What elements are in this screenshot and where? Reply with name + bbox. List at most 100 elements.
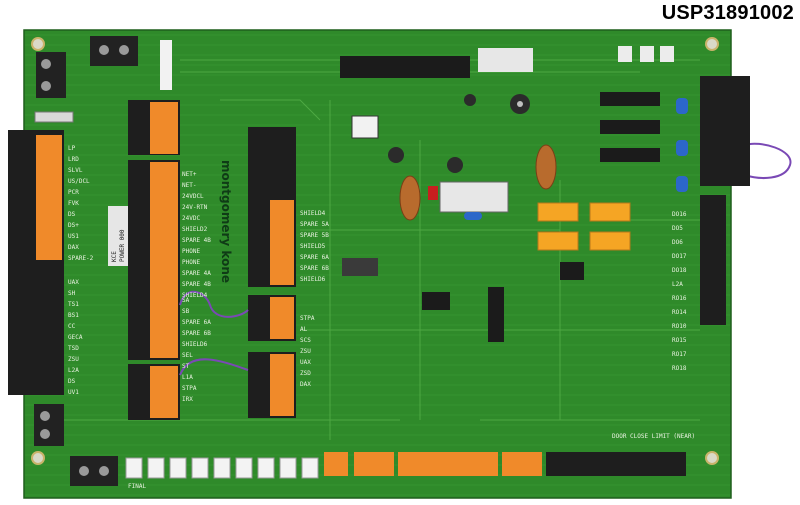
mid-labels-a-item: 24VDCL [182,193,204,200]
edge-right-labels: DO16DO5DO6DO17DO18L2ARO16RO14RO10RO15RO1… [672,211,687,372]
left-labels-b-item: CC [68,323,76,330]
left-labels-a-item: DAX [68,244,79,251]
bottom-right-note: DOOR CLOSE LIMIT (NEAR) [612,433,695,440]
white-sticker-label [160,40,172,90]
right-labels-b-item: ZSD [300,370,311,377]
mid-labels-b-item: ST [182,363,190,370]
top-header-connector [340,56,470,78]
left-labels-a-item: DS+ [68,222,79,229]
left-labels-a-item: US1 [68,233,79,240]
mid-labels-b-item: SPARE 6A [182,319,211,326]
mid-labels-b-item: L1A [182,374,193,381]
mid-labels-a-item: PHONE [182,248,200,255]
right-labels-b-item: UAX [300,359,311,366]
screw-terminal-top [90,36,138,66]
right-labels-item: SHIELD6 [300,276,326,283]
edge-right-item: DO6 [672,239,683,246]
mid-labels-b-item: SPARE 6B [182,330,211,337]
left-labels-a-item: LRD [68,156,79,163]
mid-labels-a-item: SPARE 4A [182,270,211,277]
screw-terminal-bottom-left [70,456,118,486]
mid-labels-a-item: SPARE 4B [182,237,211,244]
mid-labels-b-item: SEL [182,352,193,359]
mid-labels-b-item: SA [182,297,190,304]
right-labels-b-item: ZSU [300,348,311,355]
bottom-label: FINAL [128,483,146,490]
mid-labels-a-item: 24V-RTN [182,204,208,211]
edge-right-item: RO10 [672,323,687,330]
mid-labels-a-item: NET+ [182,171,197,178]
orange-relays [537,202,631,251]
edge-right-item: RO14 [672,309,687,316]
edge-right-item: DO17 [672,253,687,260]
right-labels-item: SPARE 6A [300,254,329,261]
product-code: USP31891002 [661,2,794,24]
brand-silkscreen: montgomery kone [219,160,233,283]
terminal-block-left [8,130,64,395]
mid-labels-a-item: PHONE [182,259,200,266]
phone-jack [351,115,379,139]
edge-right-item: RO17 [672,351,687,358]
left-labels-b-item: BS1 [68,312,79,319]
screw-terminal-left-lower [34,404,64,446]
mid-labels-b-item: SHIELD6 [182,341,208,348]
mounting-holes [31,37,719,465]
bottom-white-connectors [125,457,319,479]
left-labels-a-item: DS [68,211,76,218]
right-labels-item: SPARE 6B [300,265,329,272]
left-labels-a-item: LP [68,145,76,152]
right-labels-b-item: SCS [300,337,311,344]
edge-right-item: DO18 [672,267,687,274]
left-labels-b-item: SH [68,290,76,297]
right-labels-item: SHIELD5 [300,243,326,250]
svg-text:POWER 000: POWER 000 [119,229,126,262]
left-labels-b-item: UAX [68,279,79,286]
bottom-terminal-strip [324,452,686,476]
svg-text:KCE: KCE [111,251,118,262]
left-labels-a-item: SLVL [68,167,83,174]
edge-right-item: RO15 [672,337,687,344]
blue-capacitors [464,98,688,220]
red-component [428,186,438,200]
left-labels-b-item: L2A [68,367,79,374]
left-labels-b-item: TSD [68,345,79,352]
left-labels-b-item: UV1 [68,389,79,396]
edge-right-item: L2A [672,281,683,288]
copper-traces [60,59,700,440]
fuse [34,111,74,123]
mid-labels-a-item: NET- [182,182,196,189]
electrolytic-capacitors [388,94,530,173]
right-labels-b-item: STPA [300,315,315,322]
mid-labels-a-item: SHIELD4 [182,292,208,299]
mid-labels-a-item: SHIELD2 [182,226,208,233]
terminal-block-center [248,127,296,418]
edge-right-item: DO16 [672,211,687,218]
edge-right-item: RO18 [672,365,687,372]
small-connectors-top-right [618,46,674,62]
screw-terminal-top-left [36,52,66,98]
left-labels-b-item: ZSU [68,356,79,363]
left-labels-b-item: TS1 [68,301,79,308]
right-labels-item: SHIELD4 [300,210,326,217]
white-connector [478,48,533,72]
left-labels-a-item: PCR [68,189,79,196]
purple-jumper-wires [179,142,792,376]
left-labels-b-item: DS [68,378,76,385]
left-labels-b-item: GECA [68,334,83,341]
ic-chips [342,92,660,342]
right-labels-item: SPARE 5A [300,221,329,228]
mid-labels-a-item: SPARE 4B [182,281,211,288]
right-labels-item: SPARE 5B [300,232,329,239]
edge-right-item: RO16 [672,295,687,302]
mid-labels-b-item: SB [182,308,190,315]
copper-inductors [399,144,557,221]
left-labels-a-item: FVK [68,200,79,207]
terminal-block-center-left [128,100,180,420]
mid-labels-a-item: 24VDC [182,215,200,222]
